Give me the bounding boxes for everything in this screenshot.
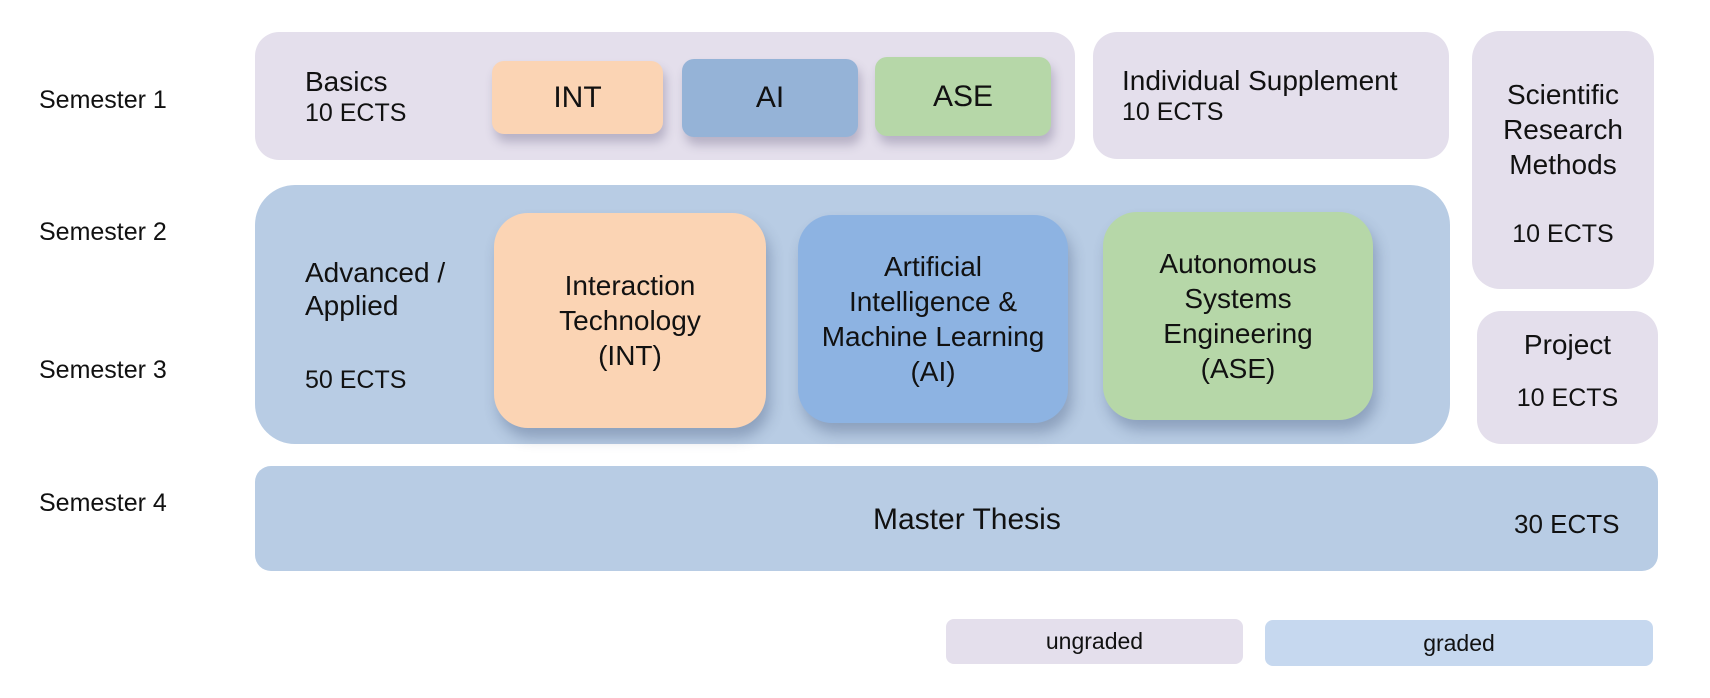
semester-4-label: Semester 4	[39, 489, 167, 517]
semester-1-label: Semester 1	[39, 86, 167, 114]
basics-chip-int: INT	[492, 61, 663, 134]
basics-chip-ase: ASE	[875, 57, 1051, 136]
track-int-line-1: Interaction	[564, 270, 696, 301]
track-ase-line-1: Autonomous	[1159, 248, 1317, 279]
track-ase-line-2: Systems	[1184, 283, 1292, 314]
basics-chip-ase-label: ASE	[932, 79, 994, 113]
track-int-abbr: (INT)	[598, 340, 662, 371]
track-int-line-2: Technology	[559, 305, 701, 336]
scientific-title-line-2: Research	[1503, 114, 1623, 145]
track-ase-line-3: Engineering	[1163, 318, 1313, 349]
legend-ungraded-label: ungraded	[1045, 628, 1144, 654]
scientific-research-methods-module: Scientific Research Methods 10 ECTS	[1472, 31, 1654, 289]
individual-supplement-title: Individual Supplement	[1122, 65, 1398, 96]
scientific-title-line-3: Methods	[1509, 149, 1617, 180]
individual-supplement-module: Individual Supplement 10 ECTS	[1093, 32, 1449, 159]
project-ects: 10 ECTS	[1516, 384, 1619, 412]
individual-supplement-ects: 10 ECTS	[1122, 98, 1224, 126]
track-autonomous-systems: Autonomous Systems Engineering (ASE)	[1103, 212, 1373, 420]
project-module: Project 10 ECTS	[1477, 311, 1658, 444]
legend-ungraded: ungraded	[946, 619, 1243, 664]
track-ai-abbr: (AI)	[910, 356, 956, 387]
track-ase-abbr: (ASE)	[1200, 353, 1276, 384]
thesis-title: Master Thesis	[873, 503, 1061, 536]
semester-3-label: Semester 3	[39, 356, 167, 384]
track-artificial-intelligence: Artificial Intelligence & Machine Learni…	[798, 215, 1068, 423]
semester-2-label: Semester 2	[39, 218, 167, 246]
scientific-title-line-1: Scientific	[1506, 79, 1620, 110]
advanced-title-line-1: Advanced /	[305, 257, 446, 288]
basics-chip-ai-label: AI	[755, 81, 785, 114]
track-ai-line-1: Artificial	[883, 251, 982, 282]
track-ai-line-3: Machine Learning	[821, 321, 1045, 352]
basics-title: Basics	[305, 66, 388, 97]
project-title: Project	[1523, 329, 1612, 360]
thesis-ects: 30 ECTS	[1514, 509, 1620, 539]
track-interaction-technology: Interaction Technology (INT)	[494, 213, 766, 428]
basics-ects: 10 ECTS	[305, 99, 407, 127]
advanced-title-line-2: Applied	[305, 290, 399, 321]
legend-graded: graded	[1265, 620, 1653, 666]
basics-chip-ai: AI	[682, 59, 858, 137]
legend-graded-label: graded	[1423, 629, 1495, 656]
master-thesis-module: Master Thesis 30 ECTS	[255, 466, 1658, 571]
scientific-ects: 10 ECTS	[1512, 220, 1614, 248]
track-ai-line-2: Intelligence &	[848, 286, 1018, 317]
advanced-ects: 50 ECTS	[305, 366, 407, 394]
basics-chip-int-label: INT	[553, 80, 602, 114]
